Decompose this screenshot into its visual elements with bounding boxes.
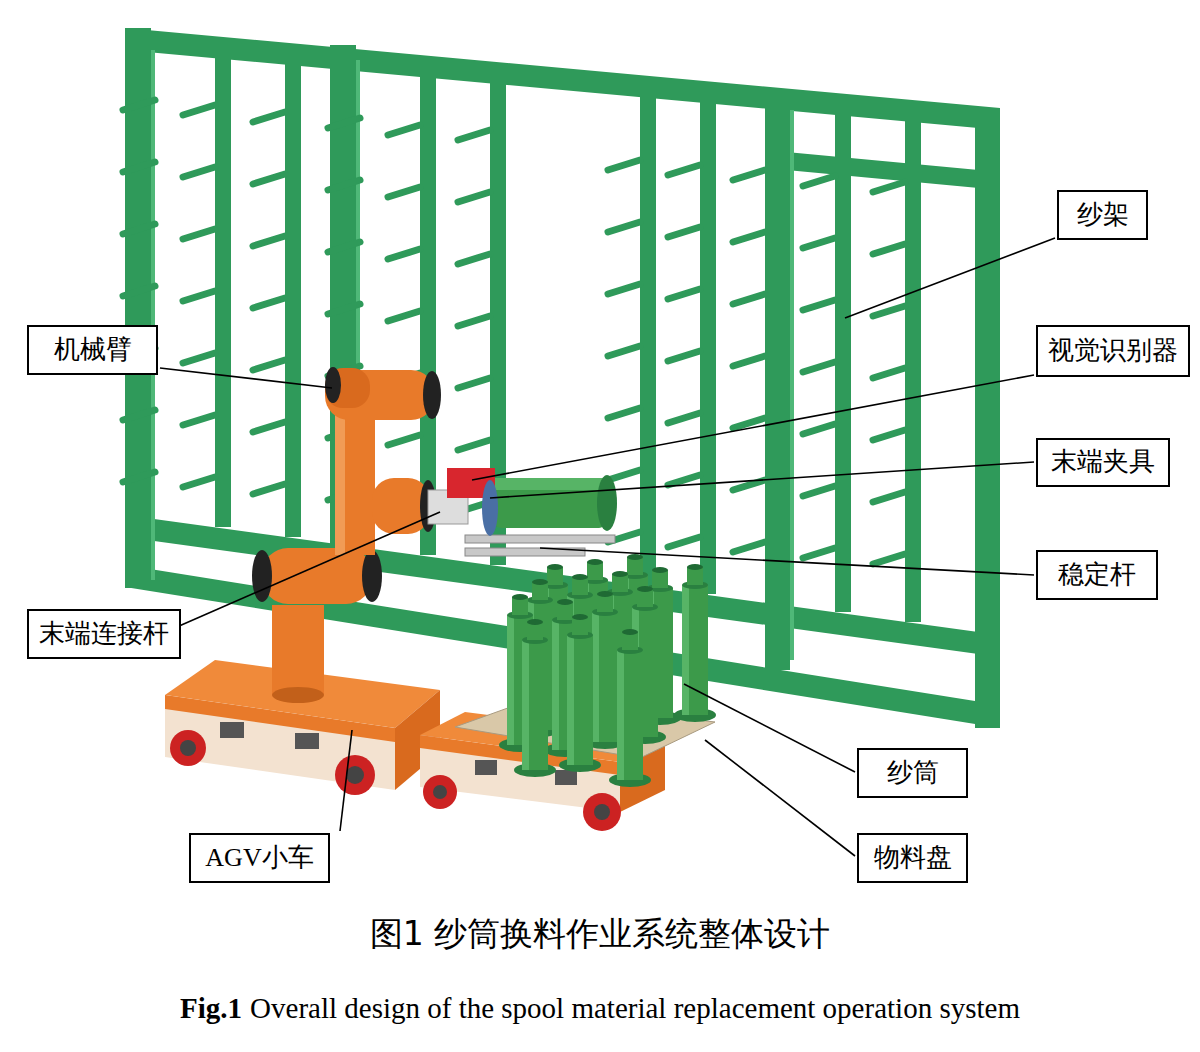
callout-label: 稳定杆 xyxy=(1058,561,1136,590)
figure-number: Fig.1 xyxy=(180,992,242,1024)
figure-caption-line: 图1 纱筒换料作业系统整体设计 xyxy=(0,912,1200,957)
callout-box: 物料盘 xyxy=(857,833,968,883)
english-caption-line: Fig.1Overall design of the spool materia… xyxy=(0,992,1200,1025)
callout-label: 物料盘 xyxy=(874,844,952,873)
callout-box: AGV小车 xyxy=(189,833,330,883)
callout-box: 纱筒 xyxy=(857,748,968,798)
english-caption: Overall design of the spool material rep… xyxy=(250,992,1020,1024)
callout-label: 视觉识别器 xyxy=(1048,337,1178,366)
figure-caption: 图1 纱筒换料作业系统整体设计 xyxy=(370,914,831,953)
callout-label: 机械臂 xyxy=(54,336,132,365)
callout-box: 纱架 xyxy=(1057,190,1148,240)
callout-box: 稳定杆 xyxy=(1036,550,1158,600)
callout-box: 末端夹具 xyxy=(1036,438,1170,487)
callout-label: 末端夹具 xyxy=(1051,448,1155,477)
callout-label: AGV小车 xyxy=(205,844,313,873)
callout-label: 纱架 xyxy=(1077,201,1129,230)
callout-box: 机械臂 xyxy=(27,325,158,375)
callout-label: 纱筒 xyxy=(887,759,939,788)
callout-label: 末端连接杆 xyxy=(39,620,169,649)
callout-box: 视觉识别器 xyxy=(1036,325,1190,377)
callout-box: 末端连接杆 xyxy=(27,609,181,659)
